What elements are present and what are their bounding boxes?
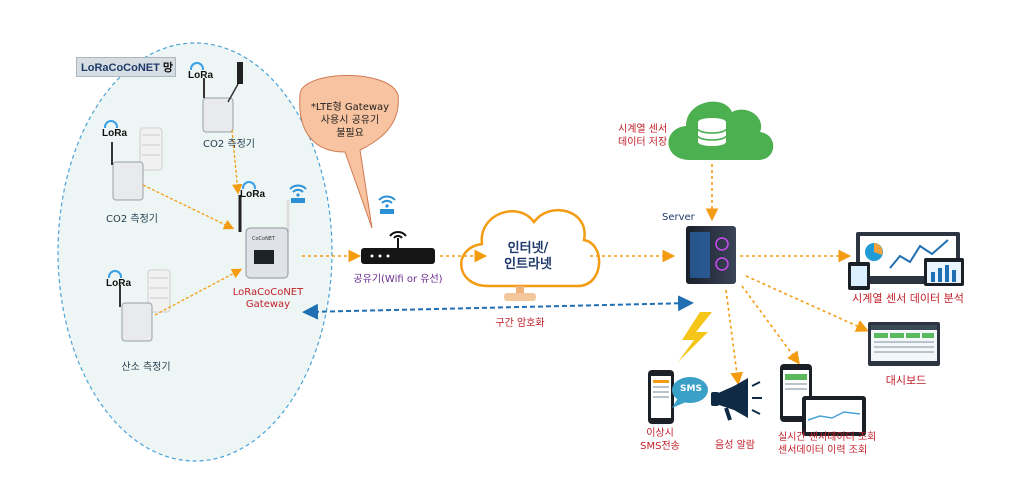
gateway-device: CoCoNET xyxy=(238,195,290,279)
network-badge-brand: LoRaCoCoNET xyxy=(81,62,160,74)
realtime-label-line1: 실시간 센서데이터 조회 xyxy=(778,432,877,443)
callout-line3: 불필요 xyxy=(336,128,364,139)
sms-label-line2: SMS전송 xyxy=(640,441,680,452)
lora-tag: LoRa xyxy=(106,270,131,289)
sms-label: 이상시 SMS전송 xyxy=(640,427,680,453)
network-badge: LoRaCoCoNET 망 xyxy=(76,57,176,77)
cloud-storage-line2: 데이터 저장 xyxy=(618,137,668,148)
lora-tag: LoRa xyxy=(102,120,127,139)
realtime-devices-icon xyxy=(780,364,866,436)
callout-line2: 사용시 공유기 xyxy=(320,115,380,126)
gateway-label-line1: LoRaCoCoNET xyxy=(232,287,304,298)
server-label: Server xyxy=(662,212,695,223)
callout-text: *LTE형 Gateway 사용시 공유기 불필요 xyxy=(311,101,389,140)
megaphone-icon xyxy=(711,378,762,421)
phone-sms-icon xyxy=(648,370,708,424)
cloud-storage-label: 시계열 센서 데이터 저장 xyxy=(618,123,667,149)
router-device xyxy=(361,231,435,264)
sensor-label: CO2 측정기 xyxy=(203,139,255,150)
internet-label-line1: 인터넷/ xyxy=(507,241,549,256)
voice-alarm-label: 음성 알람 xyxy=(715,440,755,451)
sensor-device-left xyxy=(111,127,163,201)
callout-line1: *LTE형 Gateway xyxy=(310,102,390,113)
sensor-label: CO2 측정기 xyxy=(106,214,158,225)
router-label: 공유기(Wifi or 유선) xyxy=(353,274,443,285)
realtime-label-line2: 센서데이터 이력 조회 xyxy=(778,445,868,456)
svg-text:CoCoNET: CoCoNET xyxy=(252,236,276,242)
lora-tag: LoRa xyxy=(188,62,213,81)
wifi-icon-router xyxy=(378,195,396,214)
network-badge-suffix: 망 xyxy=(162,62,174,74)
wifi-icon-gateway xyxy=(289,184,307,203)
dashboard-label: 대시보드 xyxy=(885,374,927,387)
sensor-label: 산소 측정기 xyxy=(121,362,171,373)
internet-label: 인터넷/ 인트라넷 xyxy=(504,241,552,273)
server-tower xyxy=(686,226,736,284)
lora-tag: LoRa xyxy=(240,181,265,200)
cloud-storage-icon xyxy=(668,101,774,160)
sms-label-line1: 이상시 xyxy=(646,428,674,439)
cloud-storage-line1: 시계열 센서 xyxy=(618,124,668,135)
lightning-icon xyxy=(678,312,712,362)
dashboard-screen-icon xyxy=(868,322,940,366)
gateway-label-line2: Gateway xyxy=(245,299,291,310)
sensor-device-top xyxy=(202,62,243,133)
realtime-label: 실시간 센서데이터 조회 센서데이터 이력 조회 xyxy=(778,431,876,457)
lan-area-ellipse xyxy=(57,42,333,462)
sms-bubble-text: SMS xyxy=(680,384,702,394)
sensor-device-bottom xyxy=(119,269,171,342)
analysis-label: 시계열 센서 데이터 분석 xyxy=(852,292,964,305)
callout-bubble xyxy=(299,75,399,229)
gateway-label: LoRaCoCoNET Gateway xyxy=(233,287,303,311)
encryption-label: 구간 암호화 xyxy=(495,318,545,329)
internet-label-line2: 인트라넷 xyxy=(504,257,552,272)
analysis-screens-icon xyxy=(848,232,964,290)
